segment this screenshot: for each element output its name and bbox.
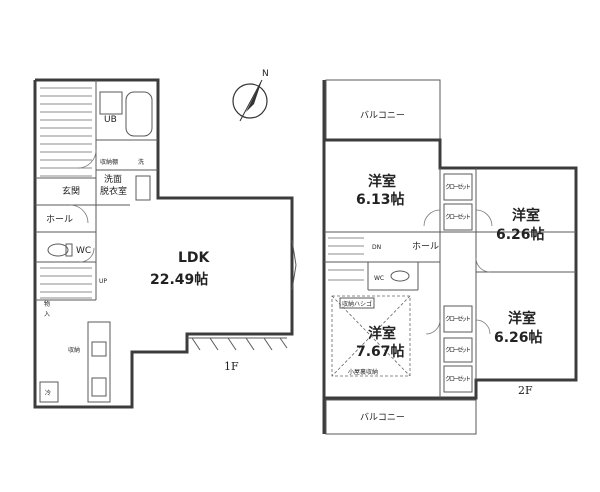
bedroom-3-size: 7.67帖 xyxy=(356,343,405,360)
closet-1-label: クローゼット xyxy=(445,183,471,191)
fridge-label: 冷 xyxy=(45,389,51,397)
ldk-name: LDK xyxy=(178,250,211,266)
stairs-1f xyxy=(40,87,92,299)
closet-box-3 xyxy=(443,305,473,333)
pantry-label: 収納 xyxy=(68,346,80,354)
storage-label-1: 物 xyxy=(44,300,50,308)
bath-fixture xyxy=(99,91,123,115)
hall-1f-label: ホール xyxy=(46,214,73,225)
bedroom-4-size: 6.26帖 xyxy=(494,329,543,346)
closet-box-4 xyxy=(443,337,473,363)
bedroom-1-size: 6.13帖 xyxy=(356,191,405,208)
balcony-top-label: バルコニー xyxy=(360,110,405,121)
bedroom-1-name: 洋室 xyxy=(368,173,396,190)
toilet-2f xyxy=(390,270,410,282)
storage-hatch-label: 収納ハシゴ xyxy=(342,300,372,308)
floor-1-plan: UB 収納棚 洗 洗面 脱衣室 玄関 ホール WC UP 物 入 収納 冷 LD… xyxy=(33,78,297,409)
floor-2-label: 2F xyxy=(518,384,533,397)
north-arrow-icon: N xyxy=(232,69,269,122)
bedroom-2-size: 6.26帖 xyxy=(496,226,545,243)
closet-box-2 xyxy=(443,203,473,231)
storage-label-2: 入 xyxy=(44,311,50,318)
kitchen-sink xyxy=(91,341,107,357)
washer-label: 洗 xyxy=(138,158,144,166)
balcony-bottom xyxy=(325,399,477,435)
stairs-2f xyxy=(328,237,364,281)
fridge-space xyxy=(39,381,59,403)
washroom-label-1: 洗面 xyxy=(104,173,122,185)
ldk-size: 22.49帖 xyxy=(150,271,208,288)
ub-label: UB xyxy=(104,115,117,125)
entrance-label: 玄関 xyxy=(62,185,80,197)
wc-2f-label: WC xyxy=(374,275,384,282)
dn-label: DN xyxy=(372,244,381,251)
terrace-1f xyxy=(187,337,288,351)
up-label: UP xyxy=(99,278,107,285)
balcony-bottom-label: バルコニー xyxy=(360,412,405,423)
washroom-label-2: 脱衣室 xyxy=(100,185,127,197)
attic-storage-area xyxy=(331,295,411,377)
closet-box-1 xyxy=(443,173,473,201)
bedroom-4-name: 洋室 xyxy=(508,310,536,327)
floor-1-label: 1F xyxy=(224,360,239,373)
storage-shelf-label: 収納棚 xyxy=(100,158,118,166)
stove xyxy=(91,377,107,397)
hall-2f-label: ホール xyxy=(412,241,439,252)
floor-2-plan: バルコニー バルコニー 洋室 6.13帖 洋室 6.26帖 洋室 7.67帖 洋… xyxy=(322,79,578,435)
bedroom-3-name: 洋室 xyxy=(368,325,396,342)
toilet-1f xyxy=(47,243,69,257)
closet-4-label: クローゼット xyxy=(445,346,471,354)
compass-label: N xyxy=(262,69,269,79)
bathtub xyxy=(125,91,153,137)
closet-2-label: クローゼット xyxy=(445,213,471,221)
balcony-top xyxy=(325,79,441,141)
wc-1f-label: WC xyxy=(76,246,91,256)
bedroom-2-name: 洋室 xyxy=(512,207,540,224)
closet-5-label: クローゼット xyxy=(445,375,471,383)
kitchen-counter xyxy=(87,321,111,403)
attic-label: 小屋裏収納 xyxy=(348,368,378,376)
closet-3-label: クローゼット xyxy=(445,315,471,323)
closet-box-5 xyxy=(443,365,473,393)
vanity-sink xyxy=(135,175,151,201)
